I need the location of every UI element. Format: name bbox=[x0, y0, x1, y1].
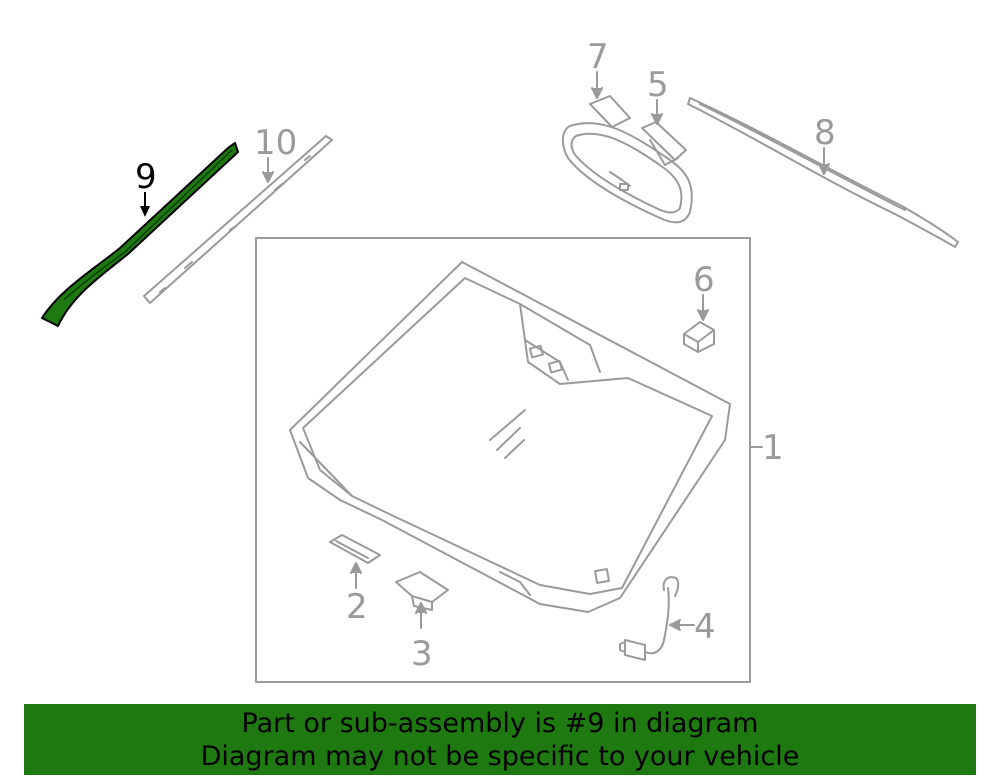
arrowhead-9 bbox=[140, 206, 150, 217]
callout-2[interactable]: 2 bbox=[346, 587, 368, 627]
weatherstrip-part-10[interactable] bbox=[143, 135, 333, 304]
callout-8[interactable]: 8 bbox=[814, 113, 836, 153]
callout-9[interactable]: 9 bbox=[135, 157, 157, 197]
mirror-mount-part-5[interactable] bbox=[641, 121, 687, 166]
highlighted-part-9[interactable] bbox=[41, 142, 239, 327]
rearview-mirror[interactable] bbox=[562, 122, 693, 224]
sensor-part-6[interactable] bbox=[683, 321, 715, 353]
callout-10[interactable]: 10 bbox=[254, 123, 297, 163]
callout-7[interactable]: 7 bbox=[587, 37, 609, 77]
callout-5[interactable]: 5 bbox=[647, 65, 669, 105]
banner-line-2: Diagram may not be specific to your vehi… bbox=[200, 740, 800, 772]
callout-1[interactable]: 1 bbox=[762, 428, 784, 468]
windshield-part-1[interactable] bbox=[289, 261, 731, 613]
callout-4[interactable]: 4 bbox=[694, 607, 716, 647]
info-banner: Part or sub-assembly is #9 in diagram Di… bbox=[24, 704, 976, 775]
bracket-part-2[interactable] bbox=[329, 534, 381, 564]
parts-diagram: 1 2 3 4 5 6 7 8 9 10 bbox=[41, 37, 959, 683]
windshield-group-box bbox=[255, 237, 751, 683]
callout-3[interactable]: 3 bbox=[411, 634, 433, 674]
harness-part-4[interactable] bbox=[619, 576, 680, 661]
leader-lines bbox=[262, 71, 830, 631]
callout-6[interactable]: 6 bbox=[693, 260, 715, 300]
cover-part-7[interactable] bbox=[589, 95, 631, 128]
banner-line-1: Part or sub-assembly is #9 in diagram bbox=[241, 707, 759, 739]
molding-part-8[interactable] bbox=[687, 97, 959, 248]
